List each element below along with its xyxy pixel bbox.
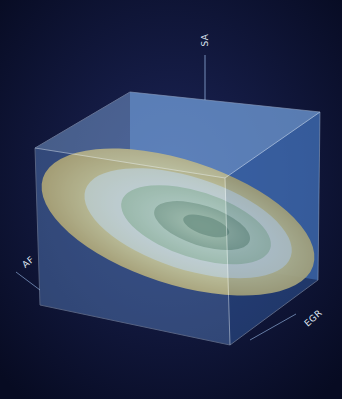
axis-label: SA <box>200 33 210 46</box>
axis-line <box>250 314 296 340</box>
axis-line <box>205 55 206 100</box>
axis-label: AF <box>20 254 36 270</box>
box-side <box>225 112 320 345</box>
axis-line <box>16 272 40 290</box>
box-front <box>35 148 230 345</box>
axis-label: EGR <box>302 307 324 328</box>
